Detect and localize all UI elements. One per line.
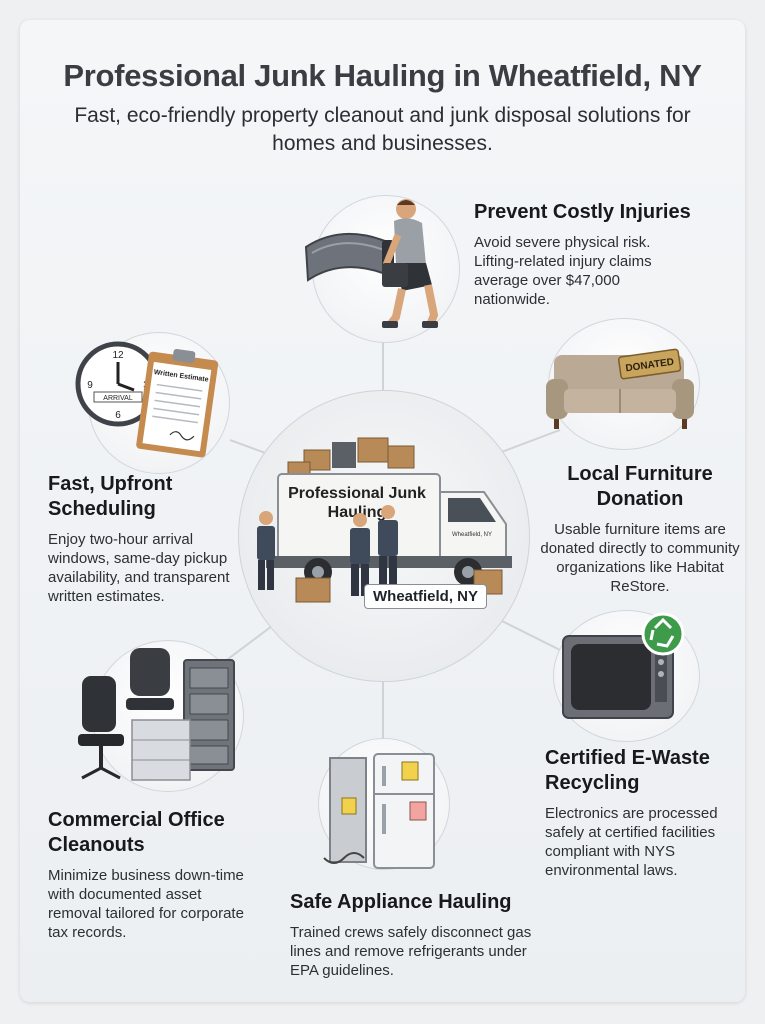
workers xyxy=(257,505,398,596)
clock-clipboard-illustration: 12369 ARRIVAL Written Estimate xyxy=(75,341,219,458)
page-subtitle: Fast, eco-friendly property cleanout and… xyxy=(74,104,691,155)
feature-title: Prevent Costly Injuries xyxy=(474,201,691,223)
couch-donated-illustration: DONATED xyxy=(546,348,694,429)
tv-recycle-illustration xyxy=(562,612,685,719)
clock-arrival-label: ARRIVAL xyxy=(103,395,133,402)
feature-body: Minimize business down-time with documen… xyxy=(48,867,244,941)
svg-text:12: 12 xyxy=(112,350,124,361)
feature-title: Commercial Office Cleanouts xyxy=(48,809,225,856)
feature-office-cleanouts: Commercial Office Cleanouts Minimize bus… xyxy=(48,808,278,942)
svg-text:9: 9 xyxy=(87,380,93,391)
feature-title: Local Furniture Donation xyxy=(567,463,713,510)
junk-truck-illustration: Professional Junk Hauling Wheatfield, NY xyxy=(257,437,512,603)
office-furniture-illustration xyxy=(78,648,235,781)
feature-body: Trained crews safely disconnect gas line… xyxy=(290,924,532,979)
feature-body: Usable furniture items are donated direc… xyxy=(540,521,740,595)
truck-side-text: Professional Junk Hauling xyxy=(288,485,426,521)
feature-body: Electronics are processed safely at cert… xyxy=(545,805,718,879)
refrigerator-illustration xyxy=(323,753,435,869)
feature-upfront-scheduling: Fast, Upfront Scheduling Enjoy two-hour … xyxy=(48,472,248,606)
feature-title: Certified E-Waste Recycling xyxy=(545,747,710,794)
feature-body: Enjoy two-hour arrival windows, same-day… xyxy=(48,531,230,605)
lifting-belt-person-illustration xyxy=(304,199,439,328)
feature-furniture-donation: Local Furniture Donation Usable furnitur… xyxy=(535,462,745,596)
svg-text:6: 6 xyxy=(115,410,121,421)
feature-prevent-injuries: Prevent Costly Injuries Avoid severe phy… xyxy=(474,200,714,309)
feature-title: Safe Appliance Hauling xyxy=(290,891,512,913)
truck-door-text: Wheatfield, NY xyxy=(452,532,492,538)
location-label: Wheatfield, NY xyxy=(364,584,488,609)
feature-title: Fast, Upfront Scheduling xyxy=(48,473,173,520)
feature-ewaste-recycling: Certified E-Waste Recycling Electronics … xyxy=(545,746,745,880)
feature-body: Avoid severe physical risk. Lifting-rela… xyxy=(474,234,652,308)
page-title: Professional Junk Hauling in Wheatfield,… xyxy=(63,58,702,93)
feature-appliance-hauling: Safe Appliance Hauling Trained crews saf… xyxy=(290,890,550,980)
